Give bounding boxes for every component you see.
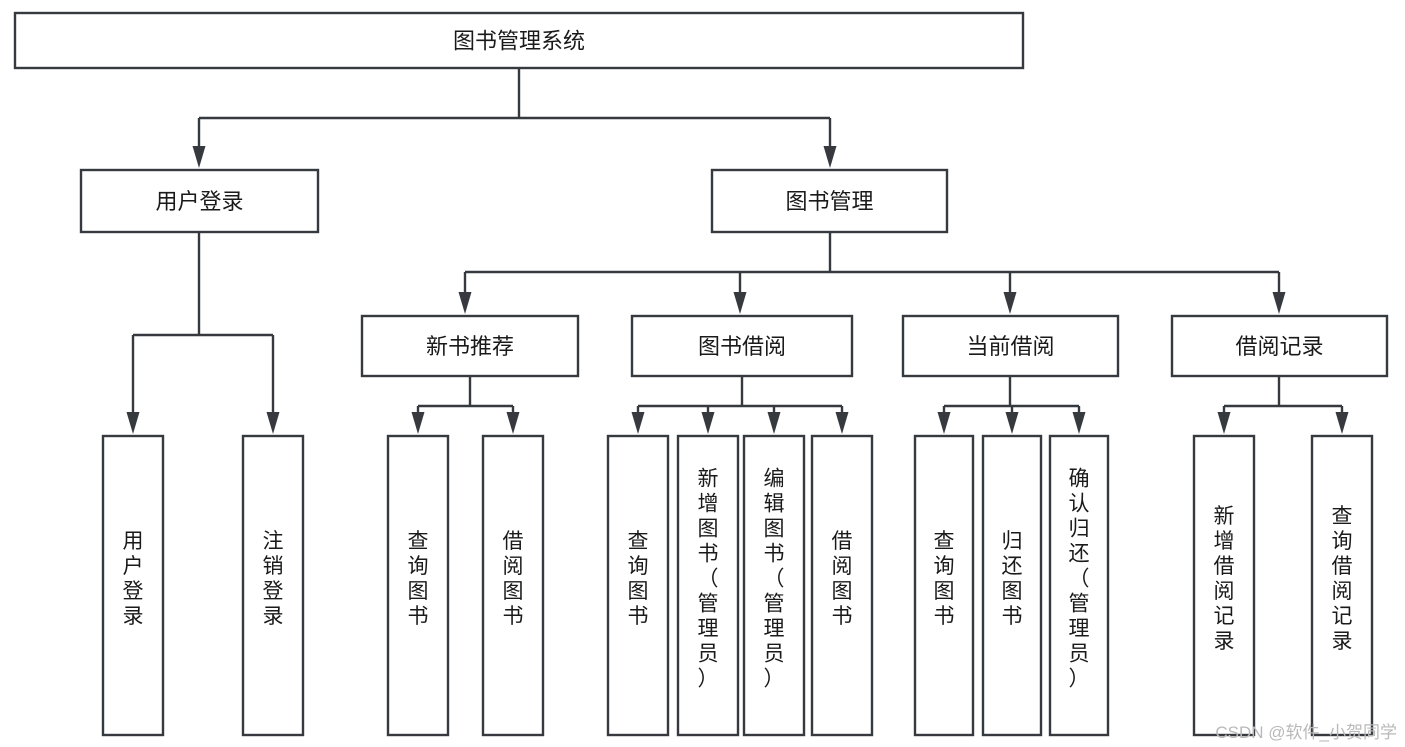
arrow-head-icon (266, 412, 280, 434)
connector-group-root (192, 68, 837, 168)
arrow-head-icon (1217, 412, 1231, 434)
node-box-leaf-query-record[interactable] (1310, 434, 1374, 737)
connector-group-user-login (126, 232, 280, 434)
node-label-leaf-logout: 注销登录 (263, 530, 284, 628)
arrow-head-icon (767, 412, 781, 434)
arrow-head-icon (937, 412, 951, 434)
arrow-head-icon (701, 412, 715, 434)
node-book-borrow[interactable]: 图书借阅 (630, 314, 854, 378)
node-current-borrow[interactable]: 当前借阅 (901, 314, 1120, 378)
node-label-user-login: 用户登录 (155, 189, 243, 214)
arrow-head-icon (1005, 412, 1019, 434)
node-box-leaf-return-book[interactable] (981, 434, 1043, 737)
node-box-leaf-query-book-2[interactable] (606, 434, 670, 737)
arrow-head-icon (458, 292, 472, 314)
node-new-book-recommend[interactable]: 新书推荐 (360, 314, 580, 378)
node-box-root[interactable] (13, 11, 1025, 70)
node-user-login[interactable]: 用户登录 (79, 168, 320, 234)
node-label-current-borrow: 当前借阅 (966, 334, 1054, 359)
node-book-manage[interactable]: 图书管理 (710, 168, 949, 234)
connector-group-borrow-record (1217, 376, 1349, 434)
node-label-leaf-query-book-3: 查询图书 (934, 530, 955, 628)
node-box-leaf-borrow-book-2[interactable] (810, 434, 874, 737)
node-label-leaf-edit-book: 编辑图书（管理员） (764, 468, 785, 691)
node-leaf-edit-book[interactable]: 编辑图书（管理员） (742, 434, 806, 737)
node-leaf-user-login[interactable]: 用户登录 (101, 434, 165, 737)
connector-group-current-borrow (937, 376, 1086, 434)
arrow-head-icon (1072, 412, 1086, 434)
node-box-user-login[interactable] (79, 168, 320, 234)
arrow-head-icon (733, 292, 747, 314)
node-label-leaf-user-login: 用户登录 (123, 530, 144, 628)
connectors-layer (126, 68, 1349, 434)
node-leaf-borrow-book-1[interactable]: 借阅图书 (481, 434, 545, 737)
arrow-head-icon (823, 146, 837, 168)
connector-group-book-manage (458, 232, 1286, 314)
node-leaf-query-book-2[interactable]: 查询图书 (606, 434, 670, 737)
arrow-head-icon (1003, 292, 1017, 314)
arrow-head-icon (835, 412, 849, 434)
node-label-leaf-query-book-2: 查询图书 (628, 530, 649, 628)
node-leaf-logout[interactable]: 注销登录 (241, 434, 305, 737)
nodes-layer: 图书管理系统用户登录图书管理新书推荐图书借阅当前借阅借阅记录用户登录注销登录查询… (13, 11, 1389, 737)
node-root[interactable]: 图书管理系统 (13, 11, 1025, 70)
node-box-leaf-user-login[interactable] (101, 434, 165, 737)
node-label-borrow-record: 借阅记录 (1235, 334, 1323, 359)
node-label-book-manage: 图书管理 (785, 189, 873, 214)
node-box-leaf-borrow-book-1[interactable] (481, 434, 545, 737)
node-borrow-record[interactable]: 借阅记录 (1170, 314, 1389, 378)
arrow-head-icon (411, 412, 425, 434)
node-label-leaf-query-record: 查询借阅记录 (1332, 505, 1353, 653)
node-leaf-confirm-return[interactable]: 确认归还（管理员） (1048, 434, 1110, 737)
node-leaf-borrow-book-2[interactable]: 借阅图书 (810, 434, 874, 737)
node-leaf-query-book-3[interactable]: 查询图书 (913, 434, 975, 737)
node-label-leaf-return-book: 归还图书 (1002, 530, 1023, 628)
node-label-leaf-add-book: 新增图书（管理员） (698, 468, 719, 691)
node-box-leaf-add-book[interactable] (676, 434, 740, 737)
arrow-head-icon (506, 412, 520, 434)
node-label-new-book-recommend: 新书推荐 (426, 334, 514, 359)
node-label-leaf-borrow-book-2: 借阅图书 (832, 530, 853, 628)
arrow-head-icon (126, 412, 140, 434)
node-label-leaf-query-book-1: 查询图书 (408, 530, 429, 628)
node-box-leaf-add-record[interactable] (1192, 434, 1256, 737)
node-box-borrow-record[interactable] (1170, 314, 1389, 378)
connector-group-new-book-recommend (411, 376, 520, 434)
node-box-leaf-confirm-return[interactable] (1048, 434, 1110, 737)
node-label-root: 图书管理系统 (453, 29, 585, 54)
connector-group-book-borrow (631, 376, 849, 434)
node-box-current-borrow[interactable] (901, 314, 1120, 378)
node-label-leaf-add-record: 新增借阅记录 (1214, 505, 1235, 653)
arrow-head-icon (631, 412, 645, 434)
node-box-leaf-query-book-3[interactable] (913, 434, 975, 737)
arrow-head-icon (1272, 292, 1286, 314)
node-leaf-query-book-1[interactable]: 查询图书 (386, 434, 450, 737)
node-leaf-add-record[interactable]: 新增借阅记录 (1192, 434, 1256, 737)
node-box-leaf-query-book-1[interactable] (386, 434, 450, 737)
node-label-book-borrow: 图书借阅 (698, 334, 786, 359)
node-leaf-add-book[interactable]: 新增图书（管理员） (676, 434, 740, 737)
csdn-watermark: CSDN @软件_小贺同学 (1215, 723, 1397, 742)
node-leaf-query-record[interactable]: 查询借阅记录 (1310, 434, 1374, 737)
arrow-head-icon (1335, 412, 1349, 434)
node-box-book-borrow[interactable] (630, 314, 854, 378)
node-label-leaf-borrow-book-1: 借阅图书 (503, 530, 524, 628)
node-box-leaf-edit-book[interactable] (742, 434, 806, 737)
node-box-new-book-recommend[interactable] (360, 314, 580, 378)
node-leaf-return-book[interactable]: 归还图书 (981, 434, 1043, 737)
node-box-book-manage[interactable] (710, 168, 949, 234)
node-label-leaf-confirm-return: 确认归还（管理员） (1069, 468, 1090, 691)
arrow-head-icon (192, 146, 206, 168)
node-box-leaf-logout[interactable] (241, 434, 305, 737)
